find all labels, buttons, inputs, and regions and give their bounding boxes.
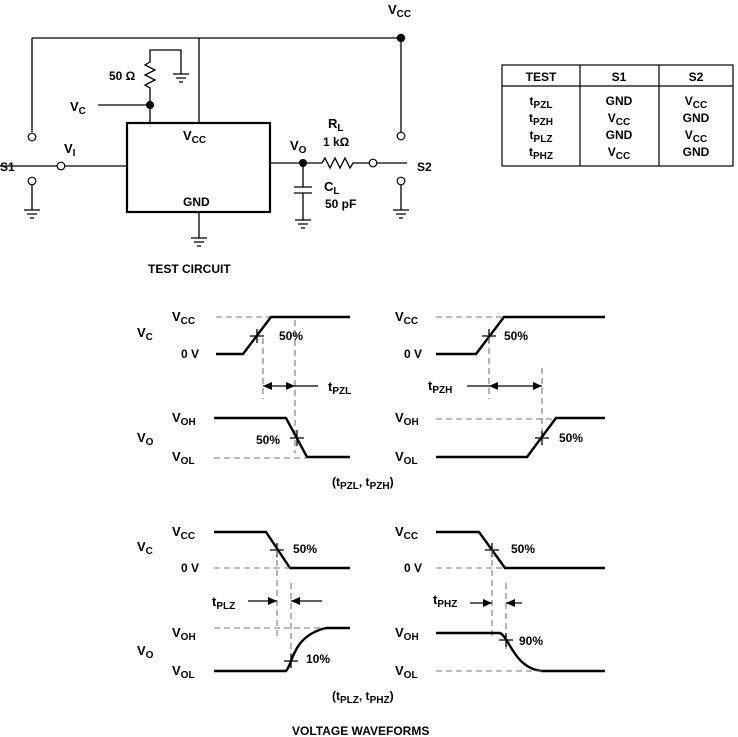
disable-waveforms: VCC 0 V VC 50% tPLZ VOH VOL VO 10% VCC 0… <box>137 524 605 737</box>
tplz-arrowheads <box>268 597 300 605</box>
rl-name-label: RL <box>328 116 344 134</box>
vc-label: VC <box>70 99 86 117</box>
vc-left-0v-label: 0 V <box>181 347 199 361</box>
vo-left-50-label: 50% <box>256 433 280 447</box>
vi-label: VI <box>64 141 76 159</box>
tphz-arrowheads <box>483 599 515 607</box>
table-cell-r3-c0: tPHZ <box>529 145 553 162</box>
vo-left-signal-label: VO <box>137 430 154 448</box>
vo-left-disable-waveform <box>214 626 350 673</box>
table-cell-r0-c2: VCC <box>685 94 707 111</box>
resistor-50-ohm <box>143 49 182 105</box>
table-cell-r2-c0: tPLZ <box>530 128 553 145</box>
vc-left-disable-0v-label: 0 V <box>181 561 199 575</box>
vo-left-disable-vol-label: VOL <box>172 663 195 681</box>
tphz-label: tPHZ <box>433 592 457 610</box>
vc-right-vcc-label: VCC <box>395 309 418 327</box>
table-cell-r1-c1: VCC <box>608 111 630 128</box>
vo-left-disable-10-marker <box>284 654 298 668</box>
vc-wire <box>98 104 151 123</box>
load-resistor-rl <box>321 156 369 170</box>
vo-right-voh-label: VOH <box>395 410 419 428</box>
tpzh-label: tPZH <box>428 378 452 396</box>
vo-right-50-label: 50% <box>559 431 583 445</box>
enable-waveforms: VCC 0 V VC 50% tPZL VOH VOL VO 50% VCC 0… <box>137 309 605 492</box>
load-capacitor-cl <box>294 186 312 194</box>
vo-left-disable-10-label: 10% <box>306 652 330 666</box>
vi-terminal <box>56 161 66 171</box>
vo-right-disable-90-marker <box>499 633 513 647</box>
vc-right-0v-label: 0 V <box>404 347 422 361</box>
vo-right-vol-label: VOL <box>395 449 418 467</box>
table-cell-r0-c0: tPZL <box>530 94 553 111</box>
vo-right-disable-90-label: 90% <box>519 634 543 648</box>
table-column-dividers <box>579 65 660 166</box>
tpzl-arrowheads <box>263 382 295 390</box>
table-header-s1: S1 <box>612 70 627 84</box>
chip-ground-symbol <box>191 237 207 247</box>
tpzl-label: tPZL <box>328 379 351 397</box>
voltage-waveforms-caption: VOLTAGE WAVEFORMS <box>292 724 429 737</box>
vo-left-waveform <box>214 416 350 459</box>
table-border <box>501 64 734 167</box>
table-cell-r2-c1: GND <box>606 128 633 142</box>
vc-left-disable-signal-label: VC <box>137 539 153 557</box>
cl-name-label: CL <box>324 179 340 197</box>
vc-right-disable-0v-label: 0 V <box>404 561 422 575</box>
s1-top-terminal <box>27 132 37 142</box>
vc-left-50-label: 50% <box>279 329 303 343</box>
table-cell-r3-c1: VCC <box>608 145 630 162</box>
vo-label: VO <box>290 138 307 156</box>
vc-left-disable-vcc-label: VCC <box>172 524 195 542</box>
table-cell-r1-c2: GND <box>683 111 710 125</box>
vc-left-signal-label: VC <box>137 325 153 343</box>
vc-left-vcc-label: VCC <box>172 309 195 327</box>
s2-ground-symbol <box>393 185 409 219</box>
vcc-top-label: VCC <box>388 2 411 20</box>
resistor-ground-symbol <box>173 73 189 83</box>
table-cell-r2-c2: VCC <box>685 128 707 145</box>
vc-right-disable-50-label: 50% <box>511 542 535 556</box>
vcc-junction-dot <box>396 33 406 43</box>
s2-bottom-terminal <box>396 176 406 186</box>
s1-label: S1 <box>0 160 15 174</box>
chip-gnd-label: GND <box>183 195 210 209</box>
vc-junction-dot <box>146 101 154 109</box>
table-cell-r1-c0: tPZH <box>529 111 553 128</box>
cl-value-label: 50 pF <box>325 197 356 211</box>
vc-left-disable-50-label: 50% <box>293 542 317 556</box>
table-cell-r3-c2: GND <box>683 145 710 159</box>
table-cell-r0-c1: GND <box>606 94 633 108</box>
rl-value-label: 1 kΩ <box>323 135 350 149</box>
test-circuit: VCC 50 Ω VC VCC GND S1 VI VO RL 1 kΩ <box>0 2 432 276</box>
vo-right-disable-vol-label: VOL <box>395 663 418 681</box>
vc-right-50-label: 50% <box>504 329 528 343</box>
disable-caption: (tPLZ, tPHZ) <box>332 689 394 706</box>
tplz-label: tPLZ <box>212 594 235 612</box>
s2-label: S2 <box>417 160 432 174</box>
vo-left-disable-voh-label: VOH <box>172 625 196 643</box>
s1-bottom-terminal <box>27 176 37 186</box>
enable-caption: (tPZL, tPZH) <box>332 475 394 492</box>
rl-terminal <box>368 158 378 168</box>
vo-left-disable-signal-label: VO <box>137 643 154 661</box>
device-under-test-box <box>125 121 272 214</box>
cl-ground-symbol <box>295 193 311 229</box>
vo-left-vol-label: VOL <box>172 449 195 467</box>
s2-top-terminal <box>396 131 406 141</box>
vo-right-disable-voh-label: VOH <box>395 625 419 643</box>
table-header-test: TEST <box>526 70 557 84</box>
vo-left-50-marker <box>290 430 304 446</box>
vc-right-disable-vcc-label: VCC <box>395 524 418 542</box>
vc-left-50-marker <box>250 329 264 343</box>
s1-ground-symbol <box>24 185 40 219</box>
vo-left-voh-label: VOH <box>172 410 196 428</box>
table-header-s2: S2 <box>689 70 704 84</box>
vo-right-50-marker <box>535 431 549 445</box>
resistor-50-label: 50 Ω <box>109 69 136 83</box>
test-circuit-caption: TEST CIRCUIT <box>148 262 231 276</box>
